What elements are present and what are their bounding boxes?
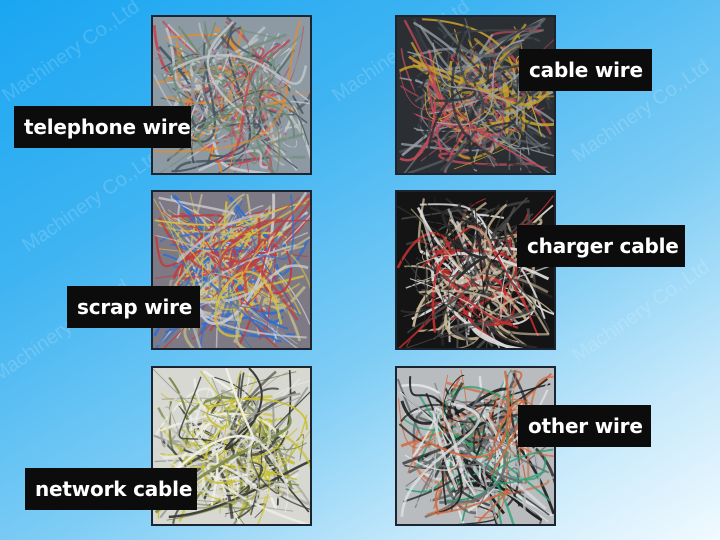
watermark: Machinery Co.,Ltd [568,255,714,367]
watermark: Machinery Co.,Ltd [18,145,164,257]
cable-wire-label: cable wire [519,49,652,91]
charger-cable-photo [395,190,556,350]
other-wire-photo [395,366,556,526]
cable-wire-photo [395,15,556,175]
scrap-wire-label: scrap wire [67,286,200,328]
charger-cable-label: charger cable [517,225,685,267]
other-wire-label: other wire [518,405,651,447]
watermark: Machinery Co.,Ltd [0,0,144,107]
telephone-wire-photo [151,15,312,175]
scrap-wire-photo [151,190,312,350]
telephone-wire-label: telephone wire [14,106,191,148]
network-cable-photo [151,366,312,526]
network-cable-label: network cable [25,468,197,510]
